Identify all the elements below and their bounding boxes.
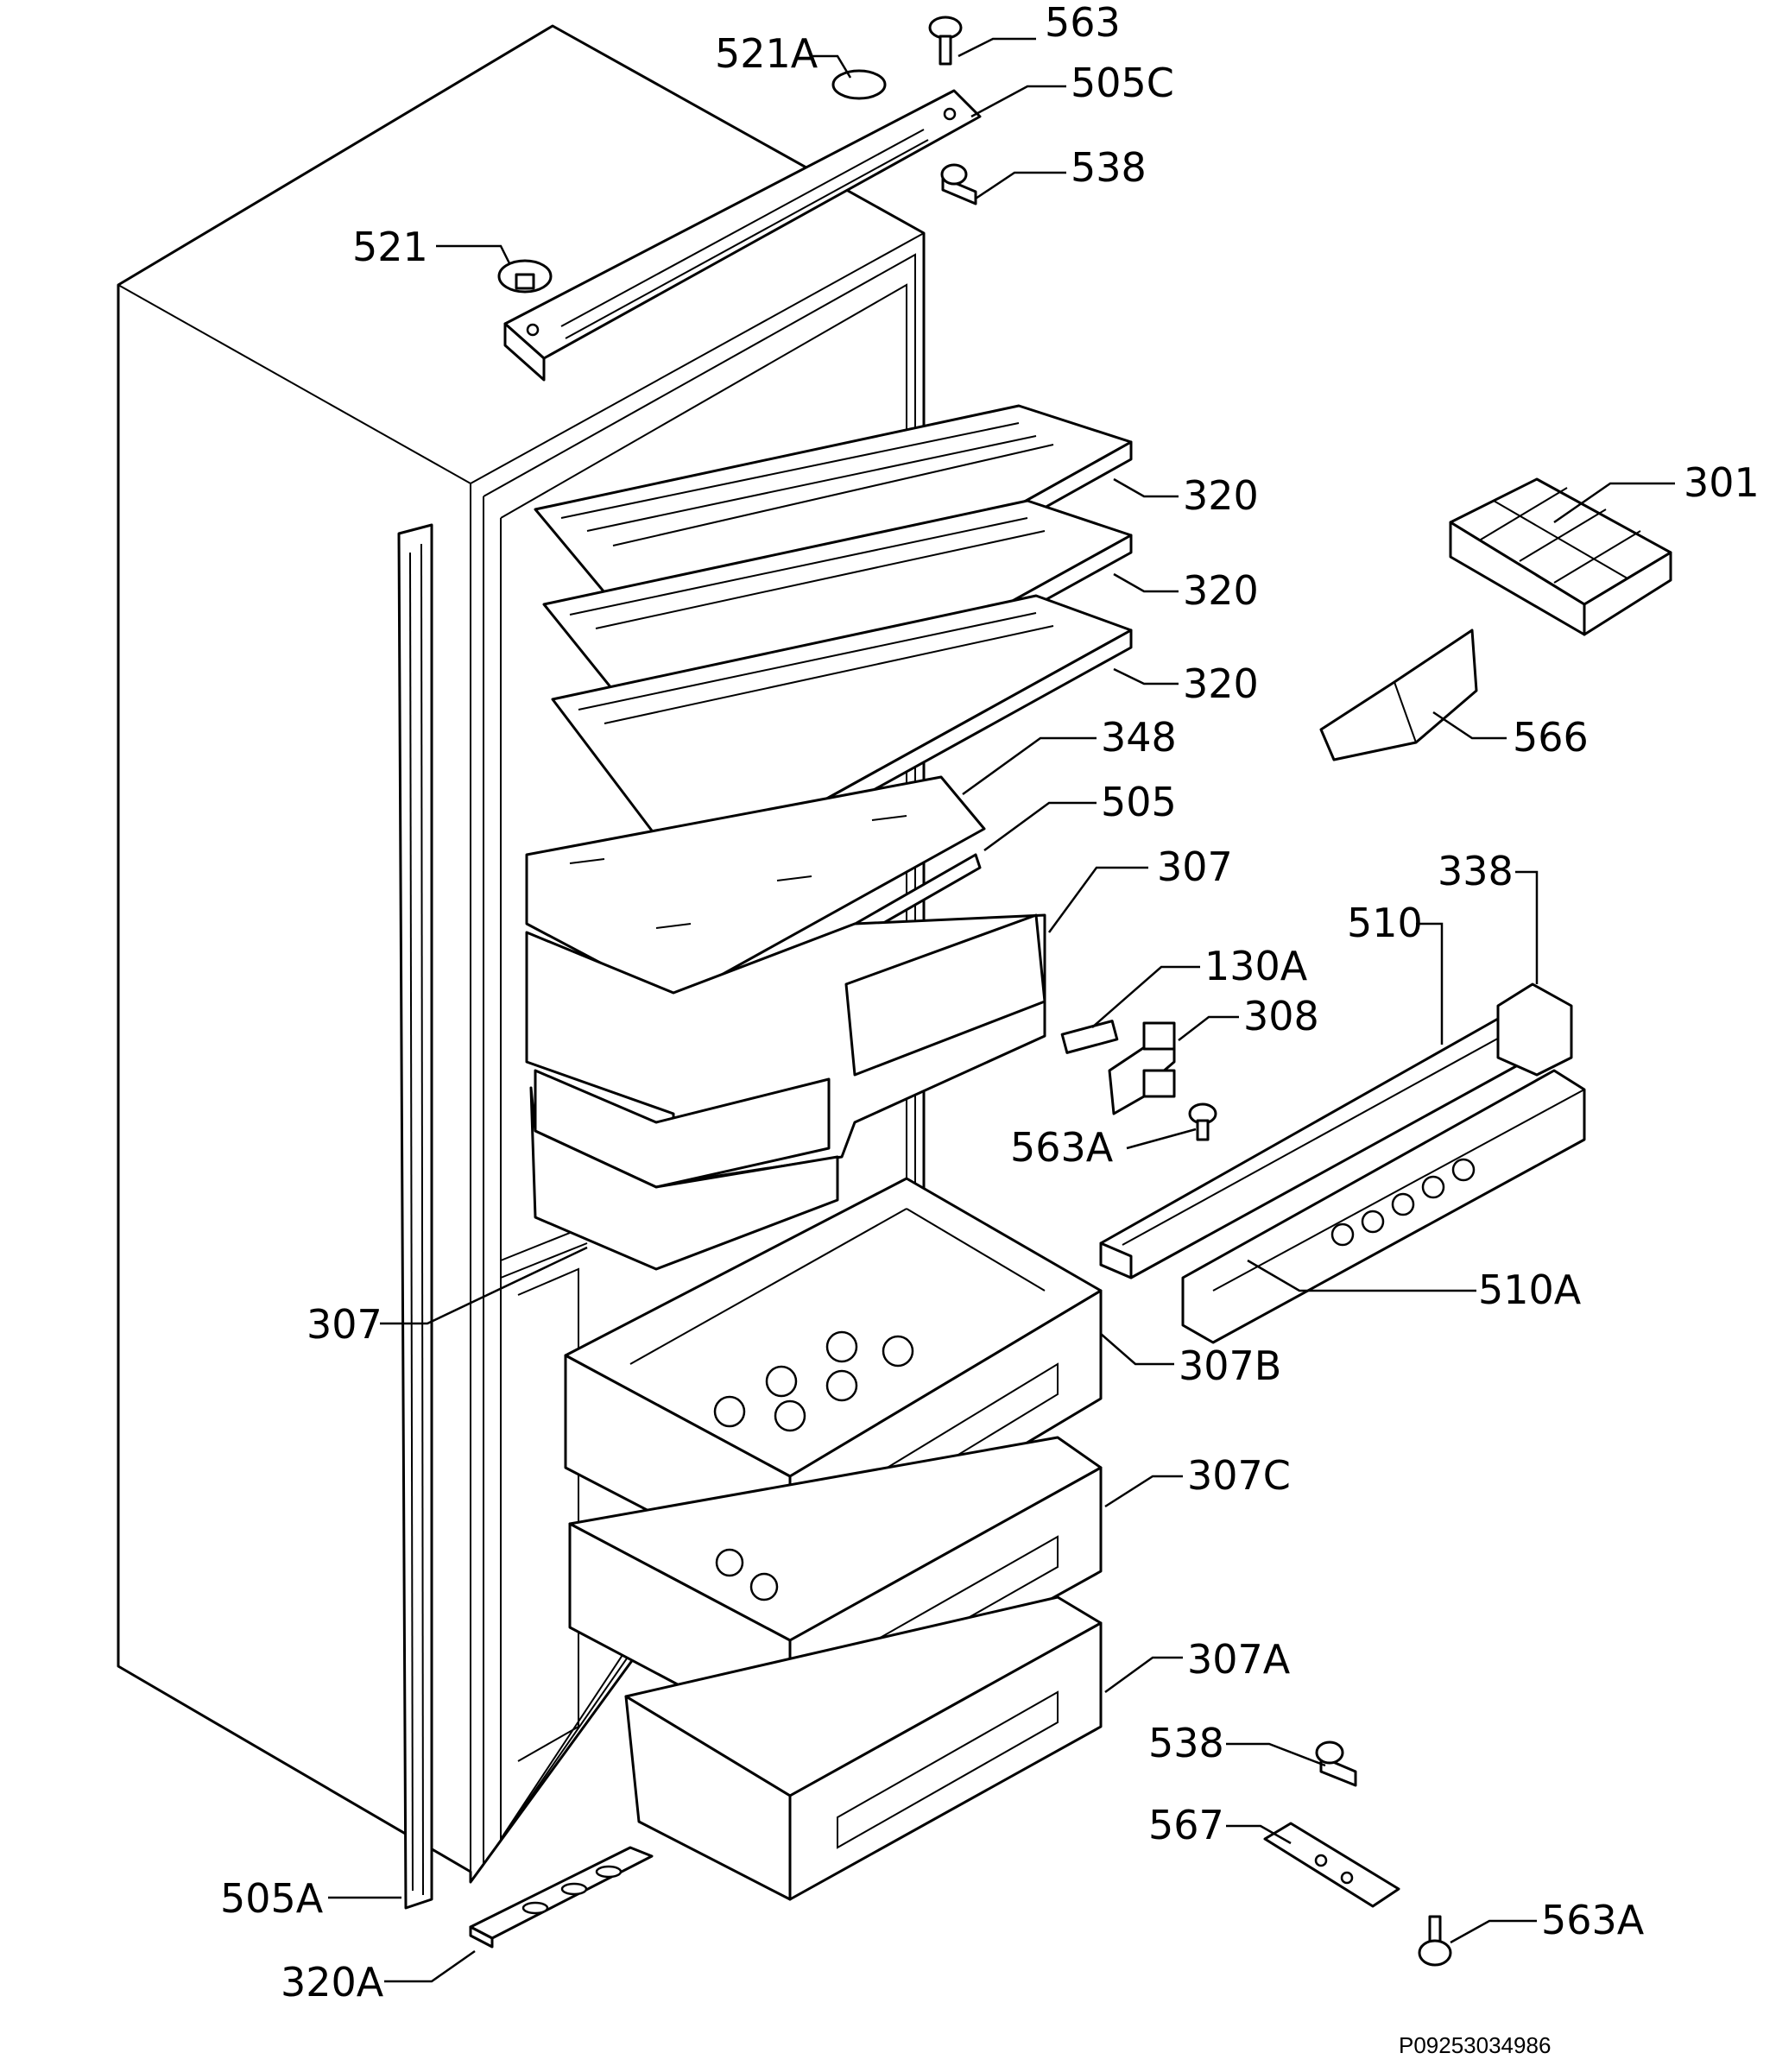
door-seal-505A bbox=[397, 523, 433, 1910]
hinge-308 bbox=[1108, 1021, 1176, 1115]
label-505C: 505C bbox=[1071, 60, 1174, 106]
ice-tray-301 bbox=[1449, 477, 1672, 636]
label-538-top: 538 bbox=[1071, 144, 1147, 191]
label-307C: 307C bbox=[1187, 1452, 1291, 1499]
label-521: 521 bbox=[352, 224, 428, 270]
screw-563-top bbox=[928, 16, 963, 66]
label-563A-bottom: 563A bbox=[1541, 1897, 1645, 1943]
handle-profile-510A bbox=[1181, 1069, 1586, 1344]
bracket-320A bbox=[469, 1846, 654, 1949]
label-307B: 307B bbox=[1179, 1342, 1281, 1389]
cover-130A bbox=[1060, 1020, 1119, 1054]
label-567: 567 bbox=[1148, 1802, 1224, 1848]
crisper-307-upper bbox=[525, 913, 1046, 1271]
drawing-reference-number: P09253034986 bbox=[1399, 2032, 1551, 2058]
cap-521 bbox=[497, 259, 553, 294]
label-348: 348 bbox=[1101, 714, 1177, 761]
label-510A: 510A bbox=[1478, 1267, 1582, 1313]
screw-563A-bottom bbox=[1418, 1915, 1452, 1967]
label-510: 510 bbox=[1347, 900, 1423, 946]
label-307-left: 307 bbox=[307, 1301, 382, 1348]
drawer-307A bbox=[624, 1595, 1103, 1901]
label-307A: 307A bbox=[1187, 1636, 1291, 1683]
label-338: 338 bbox=[1438, 848, 1514, 894]
label-505A: 505A bbox=[220, 1875, 324, 1922]
top-rail-505C bbox=[503, 89, 982, 382]
leader-lines bbox=[328, 37, 1675, 1983]
label-320-1: 320 bbox=[1183, 472, 1259, 519]
end-cap-338 bbox=[1496, 982, 1573, 1077]
label-566: 566 bbox=[1513, 714, 1589, 761]
label-320A: 320A bbox=[281, 1959, 384, 2006]
label-505: 505 bbox=[1101, 779, 1177, 825]
label-307-upper: 307 bbox=[1157, 843, 1233, 890]
label-538-bottom: 538 bbox=[1148, 1720, 1224, 1766]
label-308: 308 bbox=[1243, 993, 1319, 1039]
plate-567 bbox=[1263, 1822, 1400, 1908]
label-130A: 130A bbox=[1204, 943, 1308, 989]
label-320-2: 320 bbox=[1183, 567, 1259, 614]
screw-563A-mid bbox=[1188, 1102, 1217, 1141]
bushing-538-top bbox=[940, 163, 977, 205]
scraper-566 bbox=[1319, 629, 1478, 761]
cap-521A bbox=[831, 69, 887, 100]
label-320-3: 320 bbox=[1183, 660, 1259, 707]
callout-labels: 563 521A 505C 538 521 320 320 320 301 56… bbox=[220, 0, 1760, 2006]
label-521A: 521A bbox=[715, 30, 818, 77]
label-563-top: 563 bbox=[1045, 0, 1121, 46]
glass-cover-348 bbox=[525, 775, 986, 1003]
bushing-538-bottom bbox=[1315, 1740, 1357, 1787]
label-563A-mid: 563A bbox=[1010, 1124, 1114, 1171]
label-301: 301 bbox=[1684, 459, 1760, 506]
